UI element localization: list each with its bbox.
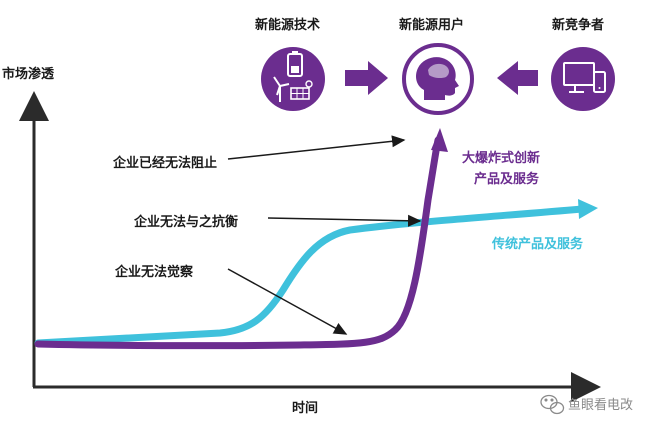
user-label: 新能源用户 [399, 17, 464, 33]
devices-icon [551, 47, 615, 111]
disruptive-arrowhead [431, 128, 448, 152]
disruptive-label-line1: 大爆炸式创新 [462, 150, 540, 166]
watermark-text: 鱼眼看电改 [568, 397, 633, 413]
top-flow: 新能源技术 新能源用户 新竞争者 [255, 17, 615, 115]
flow-arrow-right [497, 61, 538, 95]
annotation-cannot-stop: 企业已经无法阻止 [112, 155, 217, 171]
x-axis-label: 时间 [292, 400, 318, 416]
wechat-icon [540, 394, 565, 415]
arrow-cannot-stop [227, 135, 406, 160]
traditional-curve [34, 205, 586, 347]
annotation-cannot-compete: 企业无法与之抗衡 [133, 214, 238, 230]
disruptive-label-line2: 产品及服务 [474, 171, 540, 187]
competitor-label: 新竞争者 [552, 17, 604, 33]
axes: 市场渗透 时间 [2, 66, 601, 416]
watermark: 鱼眼看电改 [540, 394, 633, 415]
arrow-cannot-compete [267, 214, 422, 227]
disruptive-curve [34, 136, 442, 350]
traditional-arrowhead [578, 199, 598, 219]
annotation-arrows [227, 135, 422, 335]
user-head-icon [402, 43, 474, 115]
arrow-unaware [227, 268, 348, 335]
flow-arrow-left [345, 61, 388, 95]
traditional-label: 传统产品及服务 [491, 236, 584, 252]
annotation-unaware: 企业无法觉察 [114, 264, 194, 280]
tech-label: 新能源技术 [255, 17, 320, 33]
y-axis-label: 市场渗透 [2, 66, 54, 82]
curves [34, 128, 598, 350]
renewable-tech-icon [261, 47, 325, 111]
